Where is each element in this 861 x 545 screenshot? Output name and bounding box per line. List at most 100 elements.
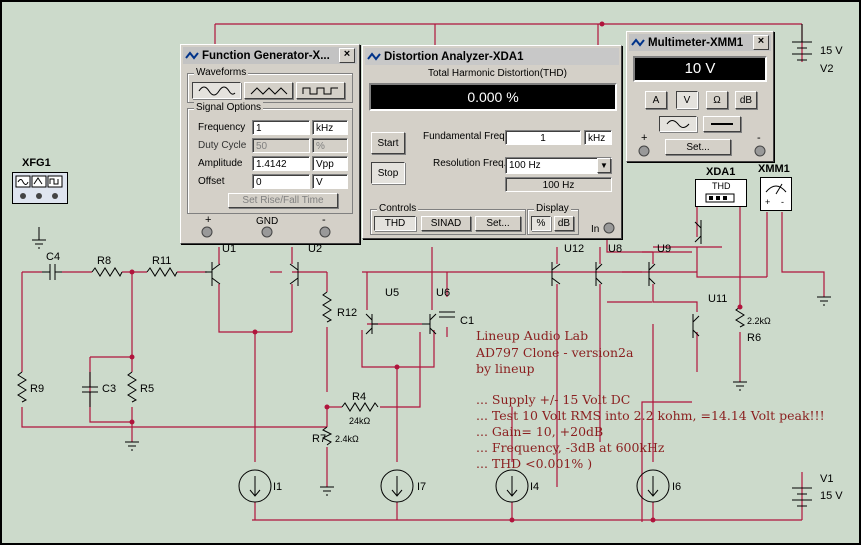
distortion-analyzer-titlebar[interactable]: Distortion Analyzer-XDA1: [365, 48, 619, 65]
triangle-wave-button[interactable]: [244, 82, 293, 99]
duty-cycle-label: Duty Cycle: [198, 140, 247, 151]
function-generator-titlebar[interactable]: Function Generator-X... ×: [183, 47, 357, 64]
v1-value: 15 V: [820, 490, 843, 502]
multimeter-reading-display: 10 V: [633, 56, 767, 82]
offset-label: Offset: [198, 176, 225, 187]
u6-label: U6: [436, 287, 451, 299]
thd-button[interactable]: THD: [374, 216, 416, 231]
app-icon: [185, 50, 199, 60]
r9-label: R9: [30, 383, 45, 395]
waveform-icons: [15, 175, 63, 199]
frequency-unit-field[interactable]: kHz: [312, 120, 348, 135]
res-freq-select[interactable]: 100 Hz ▼: [505, 157, 612, 174]
distortion-analyzer-title: Distortion Analyzer-XDA1: [384, 50, 524, 63]
u8-label: U8: [608, 243, 623, 255]
ac-button[interactable]: [659, 116, 697, 132]
triangle-wave-icon: [250, 86, 287, 95]
amplitude-field[interactable]: 1.4142: [252, 156, 310, 171]
amplitude-unit-field[interactable]: Vpp: [312, 156, 348, 171]
in-label: In: [591, 224, 600, 235]
close-icon[interactable]: ×: [753, 35, 769, 50]
app-icon: [367, 51, 381, 61]
r6-value: 2.2kΩ: [747, 316, 771, 326]
close-icon[interactable]: ×: [339, 48, 355, 63]
u1-label: U1: [222, 243, 237, 255]
in-terminal[interactable]: [602, 221, 616, 235]
dc-button[interactable]: [703, 116, 741, 132]
ampere-button[interactable]: A: [645, 91, 667, 109]
db-button[interactable]: dB: [735, 91, 757, 109]
offset-field[interactable]: 0: [252, 174, 310, 189]
frequency-label: Frequency: [198, 122, 246, 133]
controls-label: Controls: [377, 203, 419, 214]
set-rise-fall-time-button[interactable]: Set Rise/Fall Time: [228, 193, 338, 208]
note-line7: ... Frequency, -3dB at 600kHz: [476, 440, 665, 455]
offset-unit-field[interactable]: V: [312, 174, 348, 189]
square-wave-icon: [302, 87, 338, 94]
r7-value: 2.4kΩ: [335, 434, 359, 444]
signal-options-group: Signal Options Frequency 1 kHz Duty Cycl…: [187, 102, 353, 214]
volt-button[interactable]: V: [676, 91, 698, 109]
res-freq-readout: 100 Hz: [505, 177, 612, 192]
v2-label: V2: [820, 63, 834, 75]
u11-label: U11: [708, 293, 728, 305]
percent-button[interactable]: %: [531, 216, 551, 231]
sine-wave-icon: [198, 86, 235, 95]
duty-cycle-field[interactable]: 50: [252, 138, 310, 153]
sinad-button[interactable]: SINAD: [421, 216, 471, 231]
distortion-analyzer-window[interactable]: Distortion Analyzer-XDA1 Total Harmonic …: [362, 45, 622, 239]
note-line3: by lineup: [476, 361, 535, 376]
set-button[interactable]: Set...: [475, 216, 521, 231]
fund-freq-field[interactable]: 1: [505, 130, 581, 145]
multimeter-window[interactable]: Multimeter-XMM1 × 10 V A V Ω dB Set... +…: [626, 31, 774, 162]
mm-minus-label: -: [757, 132, 761, 144]
start-button[interactable]: Start: [371, 132, 405, 154]
mm-terminals[interactable]: [637, 144, 767, 158]
note-line5: ... Test 10 Volt RMS into 2.2 kohm, =14.…: [476, 408, 825, 423]
note-line1: Lineup Audio Lab: [476, 328, 589, 343]
u5-label: U5: [385, 287, 400, 299]
dc-line-icon: [711, 123, 733, 125]
note-line2: AD797 Clone - version2a: [476, 345, 634, 360]
fg-plus-label: +: [205, 214, 212, 226]
u2-label: U2: [308, 243, 323, 255]
note-line4: ... Supply +/- 15 Volt DC: [476, 392, 631, 407]
multimeter-titlebar[interactable]: Multimeter-XMM1 ×: [629, 34, 771, 51]
waveforms-group: Waveforms: [187, 67, 353, 103]
xfg1-symbol[interactable]: [12, 172, 68, 204]
amplitude-label: Amplitude: [198, 158, 243, 169]
sine-wave-button[interactable]: [192, 82, 241, 99]
db-button[interactable]: dB: [554, 216, 574, 231]
r7-label: R7: [312, 433, 327, 445]
app-icon: [631, 37, 645, 47]
u9-label: U9: [657, 243, 672, 255]
r6-label: R6: [747, 332, 762, 344]
xda1-symbol[interactable]: THD: [695, 179, 747, 207]
square-wave-button[interactable]: [296, 82, 345, 99]
i7-label: I7: [417, 481, 427, 493]
r11-label: R11: [152, 255, 172, 267]
r4-label: R4: [352, 391, 367, 403]
display-label: Display: [534, 203, 571, 214]
xda1-label: XDA1: [706, 166, 736, 178]
r5-label: R5: [140, 383, 155, 395]
note-line6: ... Gain= 10, +20dB: [476, 424, 604, 439]
ohm-button[interactable]: Ω: [706, 91, 728, 109]
i4-label: I4: [530, 481, 540, 493]
fg-terminals[interactable]: [197, 225, 347, 239]
note-line8: ... THD <0.001% ): [476, 456, 593, 471]
multimeter-title: Multimeter-XMM1: [648, 36, 744, 49]
fund-freq-unit-field[interactable]: kHz: [584, 130, 612, 145]
chevron-down-icon[interactable]: ▼: [597, 158, 611, 173]
fund-freq-label: Fundamental Freq.: [423, 131, 508, 142]
frequency-field[interactable]: 1: [252, 120, 310, 135]
xfg1-label: XFG1: [22, 157, 51, 169]
svg-text:-: -: [781, 197, 784, 207]
display-group: Display % dB: [527, 203, 579, 235]
multimeter-set-button[interactable]: Set...: [665, 139, 731, 155]
function-generator-window[interactable]: Function Generator-X... × Waveforms Sign…: [180, 44, 360, 244]
xmm1-symbol[interactable]: +-: [760, 177, 792, 211]
duty-cycle-unit-field[interactable]: %: [312, 138, 348, 153]
stop-button[interactable]: Stop: [371, 162, 405, 184]
